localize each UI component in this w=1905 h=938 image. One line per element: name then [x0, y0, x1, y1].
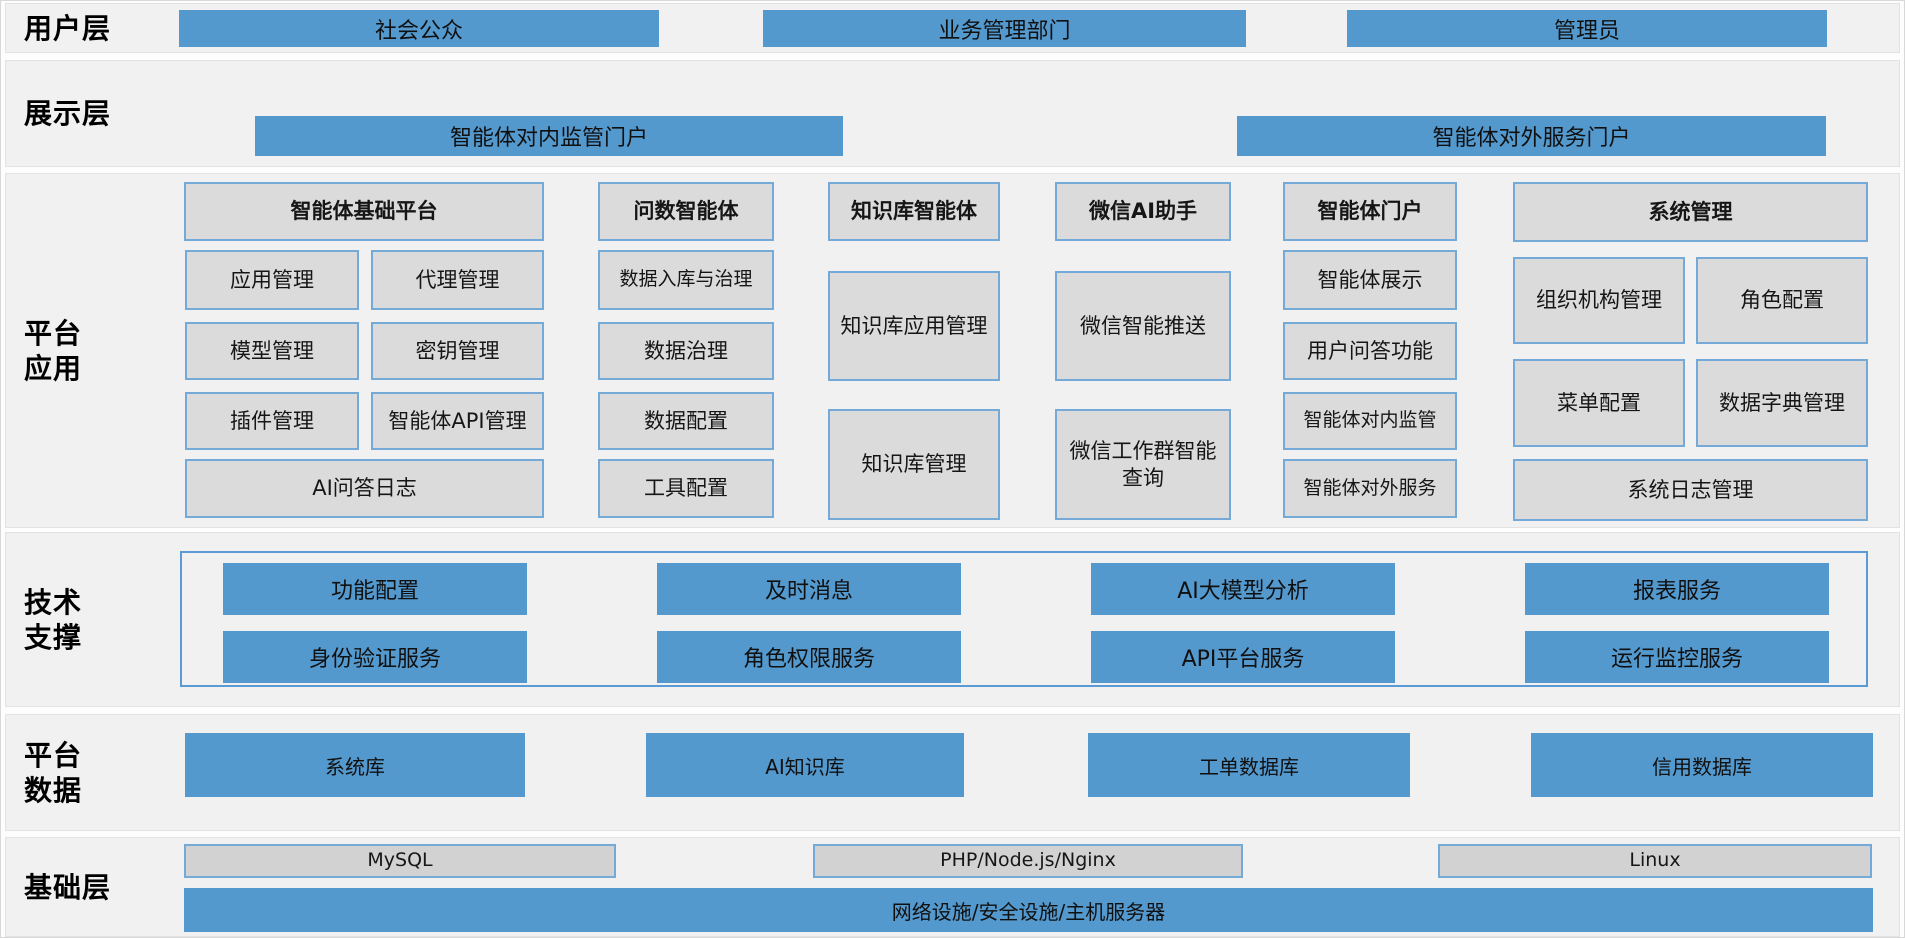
layer-display-content: 智能体对内监管门户 智能体对外服务门户: [184, 61, 1868, 166]
layer-platform-app-label: 平台 应用: [24, 174, 82, 527]
box-agent-external-service: 智能体对外服务: [1283, 459, 1457, 518]
box-role-permission-service: 角色权限服务: [657, 631, 961, 683]
box-menu-config: 菜单配置: [1513, 359, 1685, 447]
box-network-security-host-servers: 网络设施/安全设施/主机服务器: [184, 888, 1873, 932]
box-function-config: 功能配置: [223, 563, 527, 615]
box-user-qa-function: 用户问答功能: [1283, 322, 1457, 380]
box-wechat-smart-push: 微信智能推送: [1055, 271, 1231, 381]
layer-platform-app-label-line2: 应用: [24, 351, 83, 385]
layer-user-label: 用户层: [24, 4, 111, 52]
box-data-config: 数据配置: [598, 392, 774, 450]
box-ai-knowledge-db: AI知识库: [646, 733, 964, 797]
box-agent-showcase: 智能体展示: [1283, 250, 1457, 310]
user-box-public: 社会公众: [179, 10, 659, 47]
layer-platform-data-label: 平台 数据: [24, 715, 82, 830]
tech-support-frame: 功能配置 及时消息 AI大模型分析 报表服务 身份验证服务 角色权限服务 API…: [180, 551, 1868, 687]
layer-platform-data: 平台 数据 系统库 AI知识库 工单数据库 信用数据库: [5, 714, 1900, 831]
box-mysql: MySQL: [184, 844, 616, 878]
box-org-structure-mgmt: 组织机构管理: [1513, 257, 1685, 344]
box-operation-monitoring-service: 运行监控服务: [1525, 631, 1829, 683]
layer-infrastructure-content: MySQL PHP/Node.js/Nginx Linux 网络设施/安全设施/…: [184, 838, 1873, 936]
box-tool-config: 工具配置: [598, 459, 774, 518]
box-work-order-db: 工单数据库: [1088, 733, 1410, 797]
box-ai-llm-analysis: AI大模型分析: [1091, 563, 1395, 615]
layer-platform-data-label-line2: 数据: [24, 773, 83, 807]
layer-user-label-text: 用户层: [24, 11, 112, 45]
layer-tech-support: 技术 支撑 功能配置 及时消息 AI大模型分析 报表服务 身份验证服务 角色权限…: [5, 532, 1900, 707]
box-data-dictionary-mgmt: 数据字典管理: [1696, 359, 1868, 447]
box-instant-message: 及时消息: [657, 563, 961, 615]
box-data-ingest-governance: 数据入库与治理: [598, 250, 774, 310]
layer-infrastructure: 基础层 MySQL PHP/Node.js/Nginx Linux 网络设施/安…: [5, 837, 1900, 937]
layer-display-label: 展示层: [24, 61, 111, 166]
layer-tech-support-label-line1: 技术: [24, 585, 83, 619]
column-header-data-query-agent: 问数智能体: [598, 182, 774, 241]
layer-user: 用户层 社会公众 业务管理部门 管理员: [5, 3, 1900, 53]
box-model-mgmt: 模型管理: [185, 322, 359, 380]
column-header-wechat-ai-assistant: 微信AI助手: [1055, 182, 1231, 241]
box-system-log-mgmt: 系统日志管理: [1513, 459, 1868, 521]
box-api-platform-service: API平台服务: [1091, 631, 1395, 683]
box-credit-db: 信用数据库: [1531, 733, 1873, 797]
box-report-service: 报表服务: [1525, 563, 1829, 615]
column-header-knowledge-base-agent: 知识库智能体: [828, 182, 1000, 241]
layer-platform-data-label-line1: 平台: [24, 738, 83, 772]
layer-tech-support-label: 技术 支撑: [24, 533, 82, 706]
box-ai-qa-log: AI问答日志: [185, 459, 544, 518]
box-agent-api-mgmt: 智能体API管理: [371, 392, 544, 450]
user-box-admin: 管理员: [1347, 10, 1827, 47]
layer-platform-data-content: 系统库 AI知识库 工单数据库 信用数据库: [184, 715, 1873, 830]
box-system-db: 系统库: [185, 733, 525, 797]
box-php-nodejs-nginx: PHP/Node.js/Nginx: [813, 844, 1243, 878]
box-plugin-mgmt: 插件管理: [185, 392, 359, 450]
box-kb-mgmt: 知识库管理: [828, 409, 1000, 520]
layer-platform-app: 平台 应用 智能体基础平台 应用管理 代理管理 模型管理 密钥管理 插件管理 智…: [5, 173, 1900, 528]
layer-user-content: 社会公众 业务管理部门 管理员: [179, 4, 1827, 52]
box-app-mgmt: 应用管理: [185, 250, 359, 310]
layer-tech-support-label-line2: 支撑: [24, 620, 83, 654]
box-wechat-group-smart-query: 微信工作群智能查询: [1055, 409, 1231, 520]
box-data-governance: 数据治理: [598, 322, 774, 380]
layer-display-label-text: 展示层: [24, 97, 112, 130]
layer-platform-app-content: 智能体基础平台 应用管理 代理管理 模型管理 密钥管理 插件管理 智能体API管…: [184, 174, 1868, 527]
column-header-agent-portal: 智能体门户: [1283, 182, 1457, 241]
layer-infrastructure-label: 基础层: [24, 838, 111, 936]
user-box-business-dept: 业务管理部门: [763, 10, 1246, 47]
column-header-agent-base-platform: 智能体基础平台: [184, 182, 544, 241]
layer-display: 展示层 智能体对内监管门户 智能体对外服务门户: [5, 60, 1900, 167]
box-proxy-mgmt: 代理管理: [371, 250, 544, 310]
box-role-config: 角色配置: [1696, 257, 1868, 344]
portal-internal-box: 智能体对内监管门户: [255, 116, 843, 156]
box-identity-verification-service: 身份验证服务: [223, 631, 527, 683]
box-linux: Linux: [1438, 844, 1872, 878]
box-key-mgmt: 密钥管理: [371, 322, 544, 380]
box-kb-app-mgmt: 知识库应用管理: [828, 271, 1000, 381]
layer-infrastructure-label-text: 基础层: [24, 870, 112, 904]
box-agent-internal-supervision: 智能体对内监管: [1283, 392, 1457, 450]
layer-platform-app-label-line1: 平台: [24, 316, 83, 350]
portal-external-box: 智能体对外服务门户: [1237, 116, 1826, 156]
column-header-system-management: 系统管理: [1513, 182, 1868, 242]
